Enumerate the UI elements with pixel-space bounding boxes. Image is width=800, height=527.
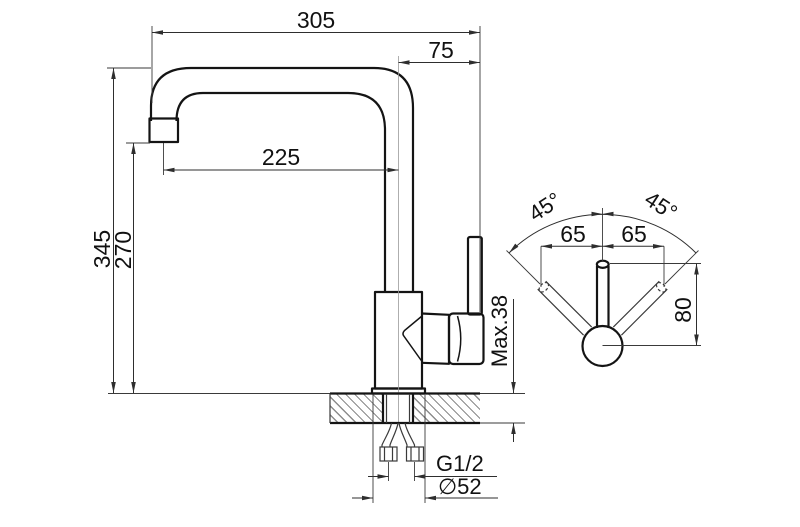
countertop-hatch-right	[413, 394, 480, 423]
dim-base-diameter: ∅52	[438, 474, 482, 499]
dim-spout-axis-offset: 75	[428, 37, 454, 63]
dim-handle-offset-left: 65	[560, 221, 586, 247]
handle-upright	[581, 259, 624, 368]
handle-swing-positions	[537, 280, 668, 336]
handle-ball	[581, 324, 624, 368]
front-view: 305 75 225 345	[89, 7, 525, 503]
dim-spout-reach: 225	[262, 144, 300, 170]
dim-overall-height: 345	[89, 230, 115, 268]
lever-handle	[466, 235, 483, 316]
supply-hoses	[379, 422, 425, 462]
dim-spout-height: 270	[110, 231, 136, 269]
aerator	[148, 117, 180, 144]
faucet-body-outline	[148, 56, 485, 423]
dim-swing-right: 45°	[640, 186, 682, 225]
cartridge-housing	[447, 312, 485, 366]
dim-overall-width: 305	[297, 7, 335, 33]
dim-handle-height: 80	[670, 297, 696, 323]
cartridge-collar	[421, 312, 451, 365]
side-dimensions: 45° 45° 65 65 80	[506, 186, 701, 346]
side-view: 45° 45° 65 65 80	[506, 186, 701, 368]
dim-handle-offset-right: 65	[621, 221, 647, 247]
dim-max-mounting-thickness: Max.38	[487, 295, 512, 367]
hose-fitting-left	[379, 446, 398, 462]
front-dimensions: 305 75 225 345	[89, 7, 516, 503]
countertop-hatch-left	[330, 394, 383, 423]
countertop	[108, 392, 525, 425]
dim-inlet-thread: G1/2	[436, 451, 484, 476]
hose-fitting-right	[405, 446, 425, 462]
